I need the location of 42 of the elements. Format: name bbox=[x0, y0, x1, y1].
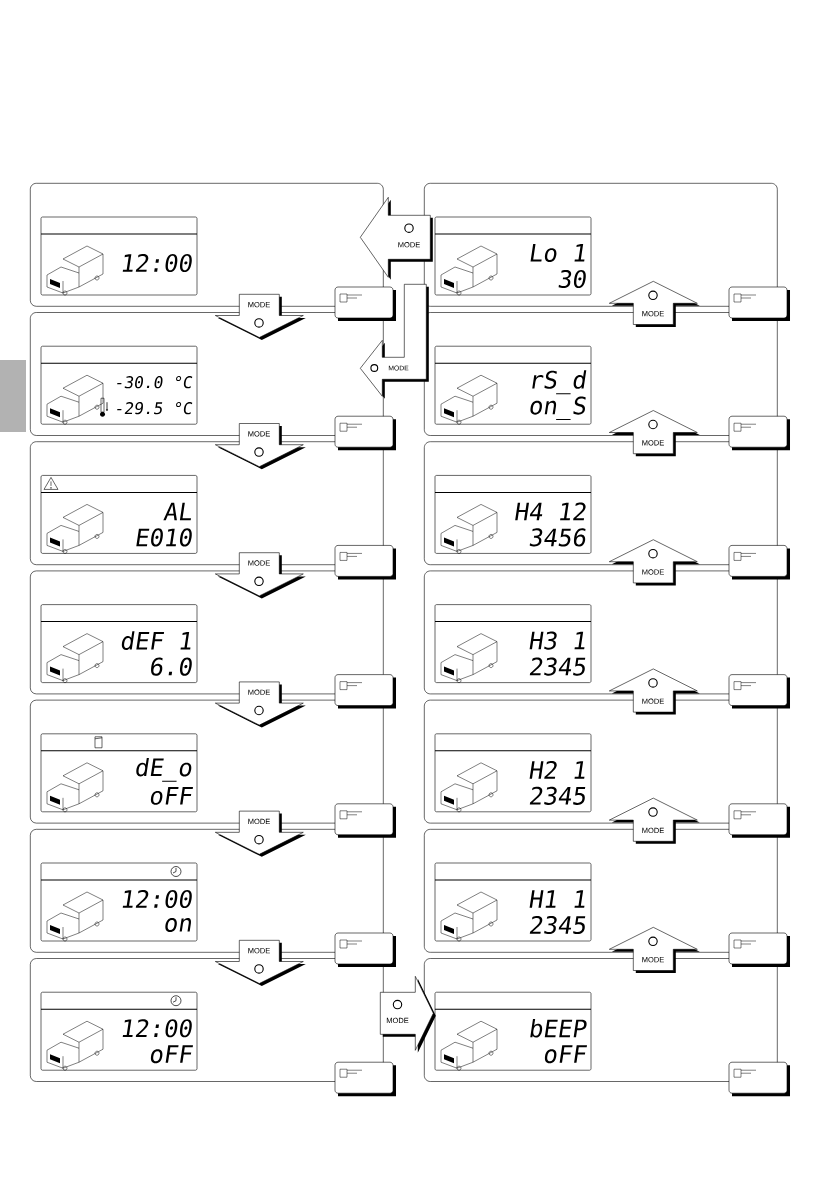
lcd-reading: H4 12 bbox=[515, 502, 586, 521]
lcd-reading: oFF bbox=[544, 1045, 587, 1064]
lcd-reading: dEF 1 bbox=[121, 631, 191, 650]
lcd-reading: -29.5 °C bbox=[117, 402, 193, 415]
lcd-reading: 6.0 bbox=[151, 657, 192, 676]
lcd-reading: Lo 1 bbox=[530, 244, 585, 262]
lcd-reading: oFF bbox=[150, 786, 193, 805]
lcd-reading: H1 1 bbox=[529, 890, 585, 908]
mode-arrow bbox=[609, 410, 700, 457]
mode-arrow bbox=[380, 976, 436, 1053]
lcd-reading: dE_o bbox=[136, 757, 192, 782]
mode-arrow bbox=[360, 284, 429, 399]
mode-arrow bbox=[215, 294, 306, 340]
mode-arrow bbox=[609, 927, 700, 973]
lcd-reading: oFF bbox=[150, 1045, 193, 1064]
lcd-reading: 2345 bbox=[529, 657, 586, 676]
mode-arrow bbox=[609, 797, 700, 844]
lcd-reading: rS_d bbox=[532, 370, 587, 395]
mode-arrow bbox=[609, 539, 700, 586]
mode-arrow bbox=[215, 681, 306, 728]
lcd-reading: E010 bbox=[136, 528, 192, 547]
lcd-reading: bEEP bbox=[530, 1018, 587, 1038]
lcd-reading: H3 1 bbox=[529, 631, 585, 650]
lcd-reading: 3456 bbox=[529, 528, 586, 547]
lcd-reading: -30.0 °C bbox=[117, 376, 193, 389]
lcd-reading: 2345 bbox=[529, 915, 586, 935]
mode-arrow bbox=[609, 281, 700, 327]
mode-arrow bbox=[215, 940, 306, 986]
mode-arrow bbox=[215, 423, 306, 470]
mode-arrow bbox=[360, 197, 433, 280]
lcd-reading: H2 1 bbox=[529, 760, 585, 779]
lcd-reading: 30 bbox=[558, 269, 586, 289]
lcd-reading: 2345 bbox=[529, 786, 586, 805]
lcd-reading: 12:00 bbox=[122, 1019, 192, 1038]
lcd-reading: AL bbox=[163, 502, 191, 521]
lcd-reading: on bbox=[165, 918, 191, 932]
mode-arrow bbox=[609, 668, 700, 715]
lcd-reading: 12:00 bbox=[122, 889, 192, 909]
mode-arrow bbox=[215, 810, 306, 857]
lcd-reading: on_S bbox=[530, 396, 586, 420]
lcd-reading: 12:00 bbox=[122, 253, 192, 273]
mode-arrow bbox=[215, 552, 306, 599]
